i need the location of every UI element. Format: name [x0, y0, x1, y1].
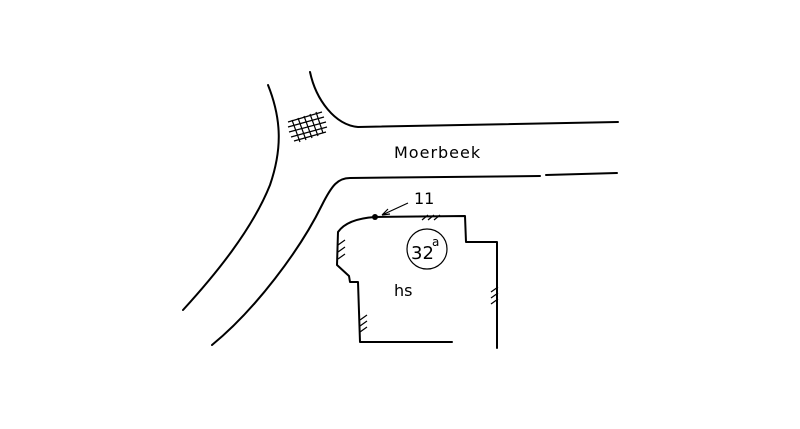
- road-edge-south-east: [545, 172, 618, 176]
- building-outline: [336, 216, 453, 343]
- road-edge-north: [309, 71, 619, 128]
- building-outline-east: [374, 215, 498, 349]
- wall-hatch-marks: [337, 214, 499, 333]
- road-edge-south: [211, 175, 541, 346]
- pointer-arrow: [381, 202, 409, 216]
- house-number-suffix: a: [432, 235, 439, 249]
- house-number-circle: [406, 228, 448, 270]
- building-type-label: hs: [394, 281, 412, 300]
- pointer-label: 11: [414, 189, 434, 208]
- survey-point: [372, 214, 378, 220]
- crosshatch-mark: [287, 111, 328, 143]
- street-name: Moerbeek: [394, 143, 481, 162]
- house-number: 32: [411, 243, 434, 264]
- road-edge-west: [182, 84, 280, 311]
